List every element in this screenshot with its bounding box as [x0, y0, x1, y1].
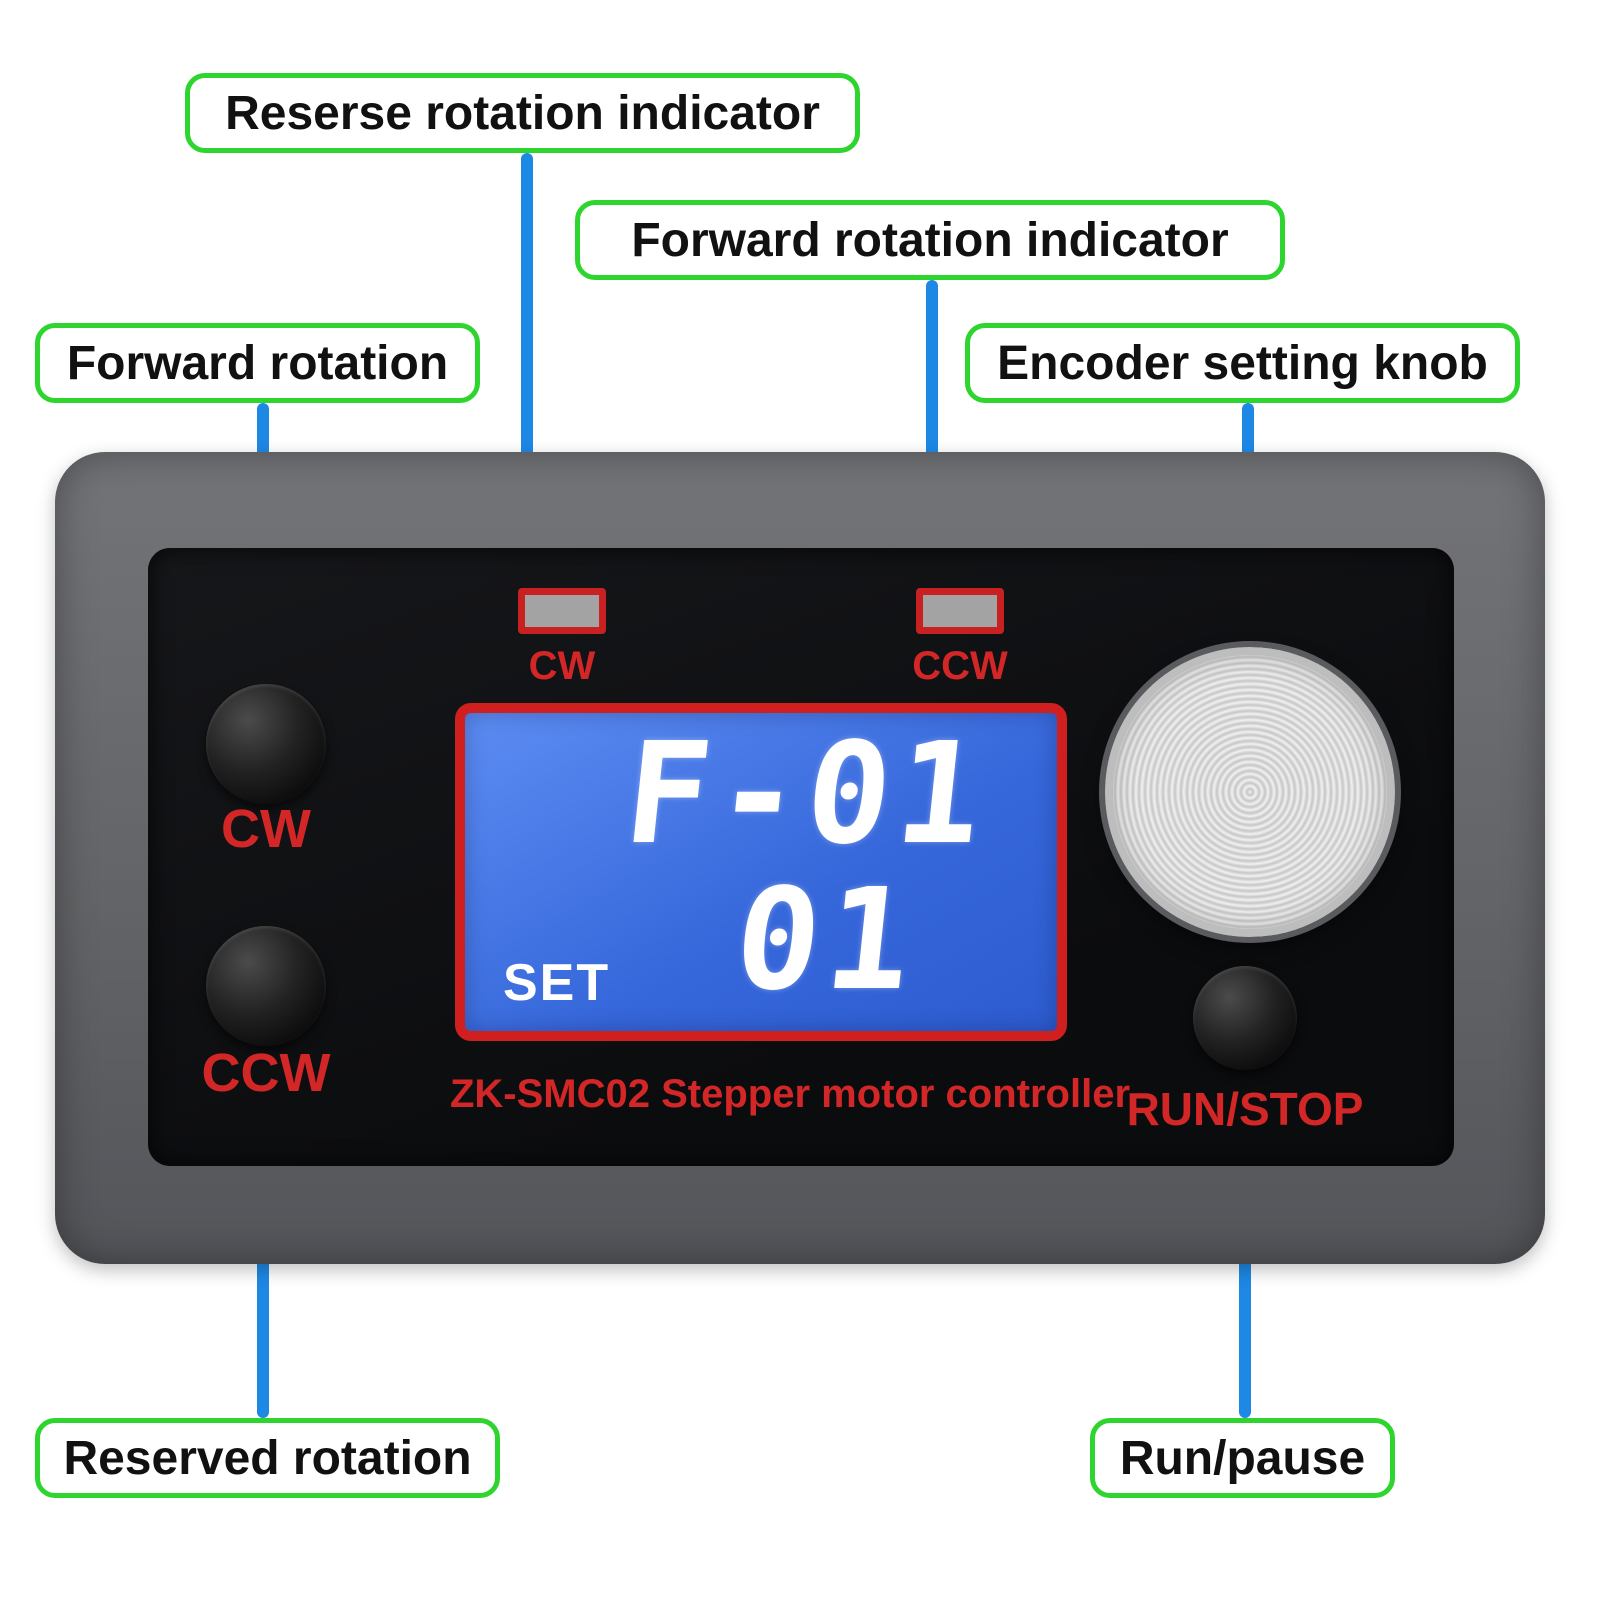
lcd-display: F-01 01 SET	[455, 703, 1067, 1041]
encoder-knob[interactable]	[1105, 647, 1395, 937]
callout-forward-rotation-indicator: Forward rotation indicator	[575, 200, 1285, 280]
cw-button[interactable]	[206, 684, 326, 804]
cw-button-label: CW	[221, 799, 311, 859]
model-text: ZK-SMC02 Stepper motor controller	[449, 1072, 1131, 1116]
callout-forward-rotation: Forward rotation	[35, 323, 480, 403]
cw-indicator-label: CW	[528, 644, 596, 688]
run-stop-button-label: RUN/STOP	[1126, 1083, 1364, 1135]
callout-reverse-rotation-indicator: Reserse rotation indicator	[185, 73, 860, 153]
run-stop-button[interactable]	[1193, 966, 1297, 1070]
ccw-indicator-label: CCW	[912, 644, 1008, 688]
lcd-set-label: SET	[503, 954, 611, 1012]
callout-reserved-rotation: Reserved rotation	[35, 1418, 500, 1498]
lcd-line1: F-01	[617, 713, 996, 876]
callout-run-pause: Run/pause	[1090, 1418, 1395, 1498]
ccw-indicator-led	[916, 588, 1004, 634]
ccw-button-label: CCW	[201, 1043, 331, 1103]
callout-encoder-setting-knob: Encoder setting knob	[965, 323, 1520, 403]
lcd-line2: 01	[727, 859, 926, 1022]
ccw-button[interactable]	[206, 926, 326, 1046]
cw-indicator-led	[518, 588, 606, 634]
